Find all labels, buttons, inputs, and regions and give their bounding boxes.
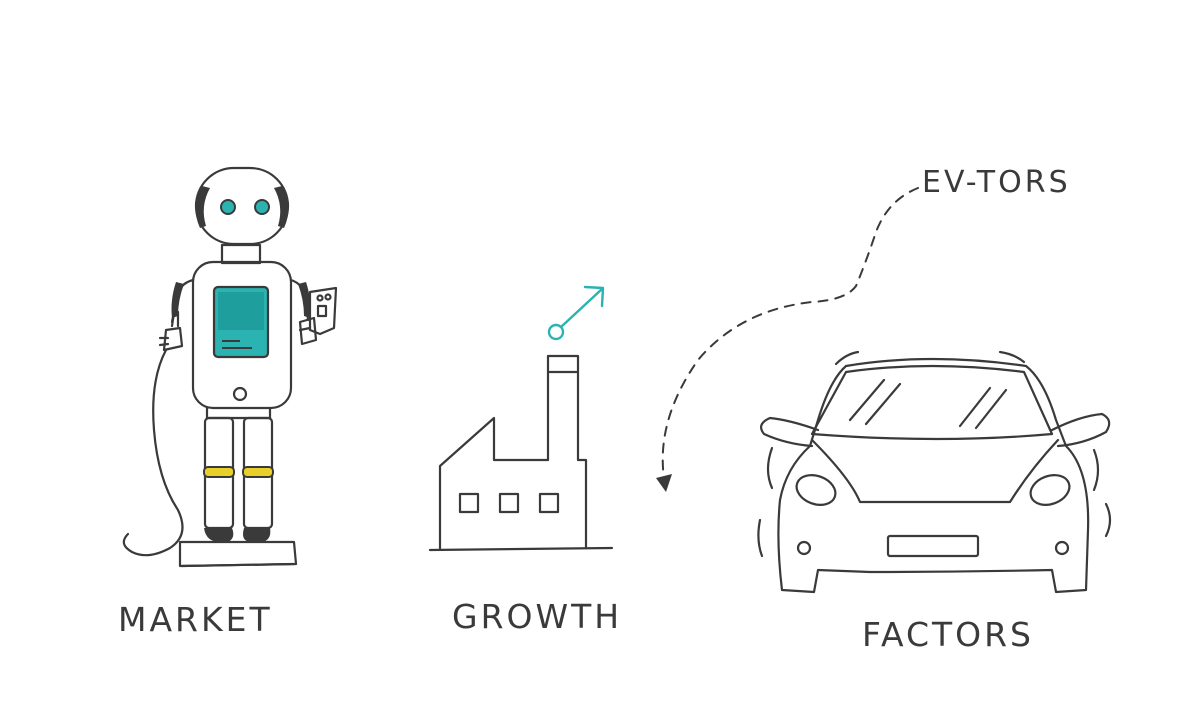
ev-tors-label: EV-TORS (922, 165, 1071, 200)
factory-illustration (428, 354, 614, 552)
dashed-curved-arrow (656, 187, 919, 492)
car-illustration (757, 350, 1112, 594)
factors-label: FACTORS (862, 615, 1034, 654)
robot-illustration (122, 166, 338, 568)
robot-eye-right-icon (254, 199, 270, 215)
robot-eye-left-icon (220, 199, 236, 215)
market-label: MARKET (118, 600, 273, 639)
growth-label: GROWTH (452, 597, 623, 636)
growth-arrow-icon (547, 285, 605, 341)
